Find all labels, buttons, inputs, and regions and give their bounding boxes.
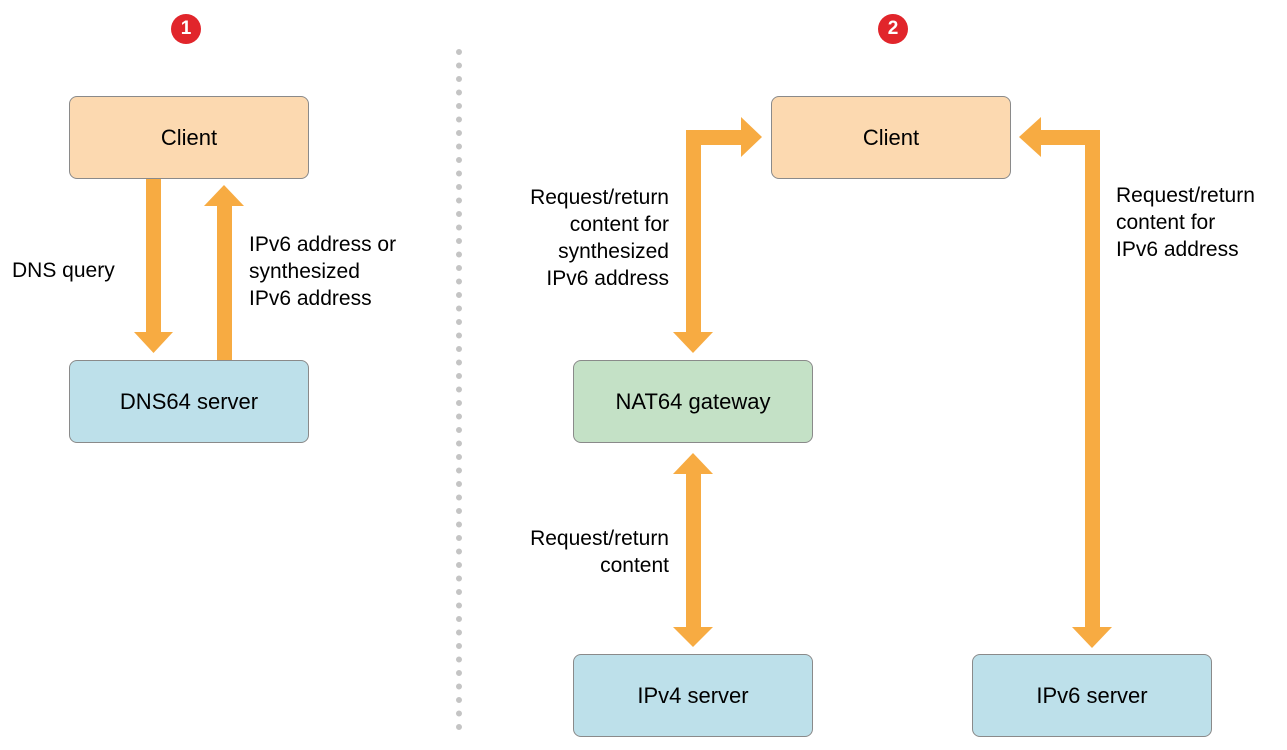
ipv6-server-box: IPv6 server — [972, 654, 1212, 737]
dns-query-label: DNS query — [12, 259, 115, 282]
client-nat-arrow — [673, 117, 762, 353]
nat64-gateway-box: NAT64 gateway — [573, 360, 813, 443]
client-box-step2: Client — [771, 96, 1011, 179]
nat-ipv4-arrow — [673, 453, 713, 647]
dns64-server-box: DNS64 server — [69, 360, 309, 443]
step-2-badge: 2 — [878, 14, 908, 44]
step-1-badge: 1 — [171, 14, 201, 44]
ipv4-request-label: Request/return content — [530, 527, 669, 577]
dns-response-label: IPv6 address or synthesized IPv6 address — [249, 233, 397, 310]
ipv4-server-box: IPv4 server — [573, 654, 813, 737]
synthesized-request-label: Request/return content for synthesized I… — [530, 186, 669, 290]
dns-query-arrow — [134, 178, 173, 353]
client-ipv6-arrow — [1019, 117, 1112, 648]
client-box-step1: Client — [69, 96, 309, 179]
ipv6-request-label: Request/return content for IPv6 address — [1116, 184, 1255, 261]
dns-response-arrow — [204, 185, 244, 360]
